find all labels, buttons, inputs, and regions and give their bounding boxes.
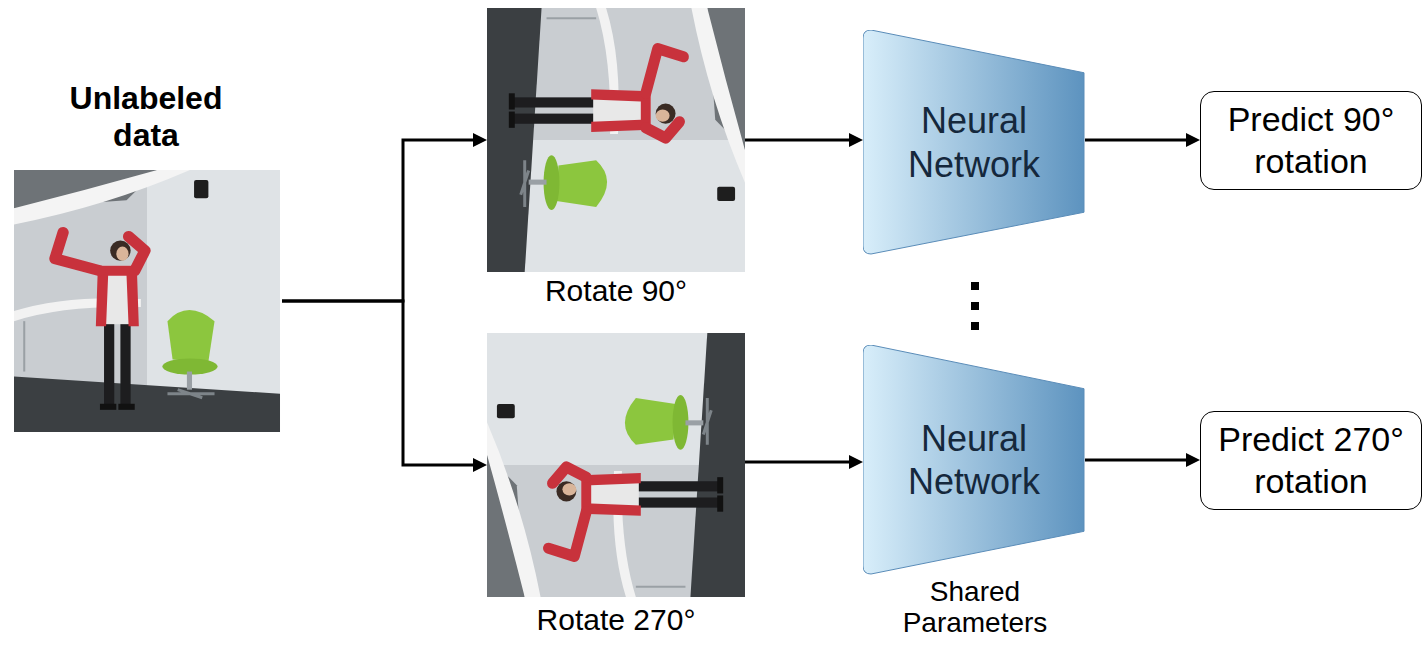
ellipsis-dot [971,282,979,290]
network-label: Neural Network [887,417,1062,503]
trapezoid-outline [863,30,1085,255]
ellipsis-dot [971,322,979,330]
photo-rotated-270 [487,333,745,597]
photo [14,170,280,432]
output-box: Predict 90° rotation [1200,91,1422,190]
rotated-image: Rotate 90° [487,8,745,308]
input-image: Unlabeled data [10,80,282,436]
network-label: Neural Network [887,99,1062,185]
network-trapezoid: Neural Network [863,345,1085,575]
photo-rotated-90 [487,8,745,272]
network-trapezoid: Neural Network [863,30,1085,255]
image-caption: Rotate 90° [545,274,687,309]
ellipsis-dot [971,302,979,310]
image-caption: Rotate 270° [537,603,696,638]
arrow-connector [1085,459,1186,462]
arrow-connector [1085,139,1186,142]
output-label: Predict 270° rotation [1205,418,1417,503]
arrow-connector [745,139,849,142]
image-heading: Unlabeled data [41,80,251,154]
rotated-image: Rotate 270° [487,333,745,637]
trapezoid-outline [863,345,1085,575]
arrow-connector [282,140,473,301]
output-label: Predict 90° rotation [1205,98,1417,183]
output-box: Predict 270° rotation [1200,411,1422,510]
arrow-connector [745,461,849,464]
arrow-connector [282,301,473,465]
trapezoid-shape [863,30,1084,254]
shared-parameters-note: Shared Parameters [890,576,1060,639]
trapezoid-shape [863,345,1084,574]
